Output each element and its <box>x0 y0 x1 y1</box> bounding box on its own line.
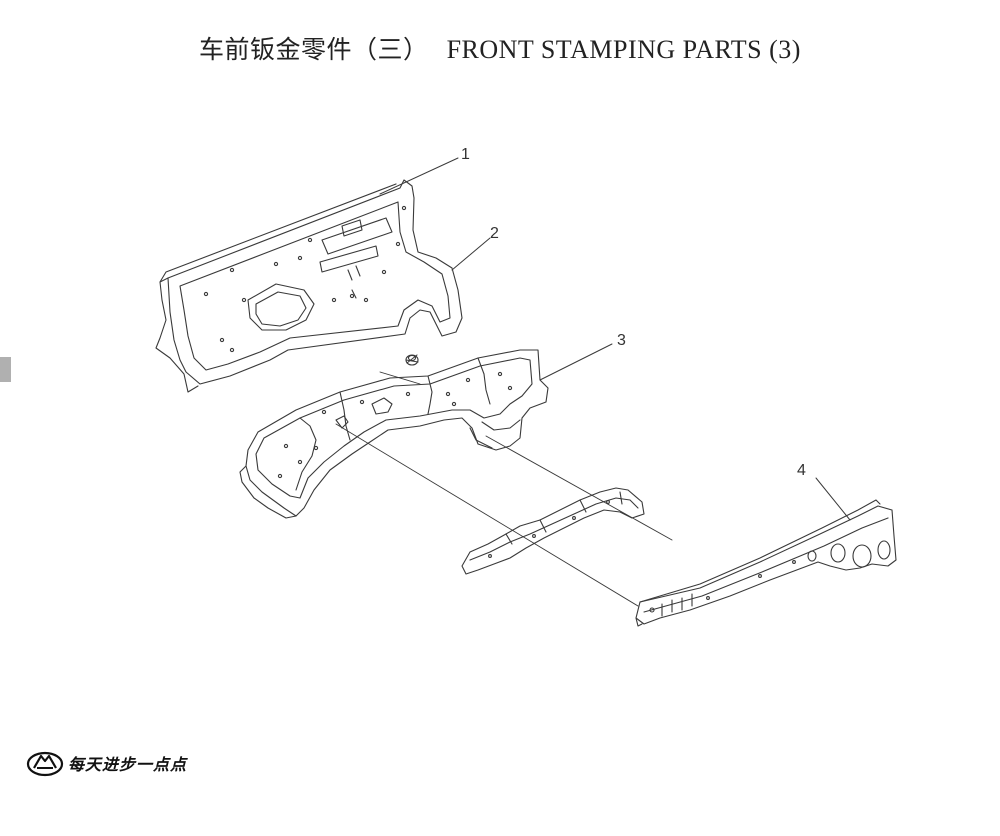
leader-lines <box>379 157 851 521</box>
callout-4: 4 <box>797 462 806 479</box>
callout-1: 1 <box>461 146 470 163</box>
dash-panel-part <box>155 179 463 393</box>
callout-2: 2 <box>490 225 499 242</box>
assembly-lines <box>335 371 673 607</box>
footer-slogan: 每天进步一点点 <box>68 755 188 774</box>
car-maker-logo-icon <box>26 751 64 777</box>
title-english: FRONT STAMPING PARTS (3) <box>446 35 801 64</box>
footer: 每天进步一点点 <box>26 748 187 778</box>
page-title: 车前钣金零件（三） FRONT STAMPING PARTS (3) <box>0 30 1000 66</box>
callout-3: 3 <box>617 332 626 349</box>
long-member-reinforcement-part <box>461 487 645 575</box>
page-edge-marker <box>0 357 11 382</box>
cross-member-part <box>239 349 549 519</box>
fastener-part <box>405 354 419 366</box>
title-chinese: 车前钣金零件（三） <box>199 35 429 64</box>
side-rail-part <box>635 499 897 627</box>
